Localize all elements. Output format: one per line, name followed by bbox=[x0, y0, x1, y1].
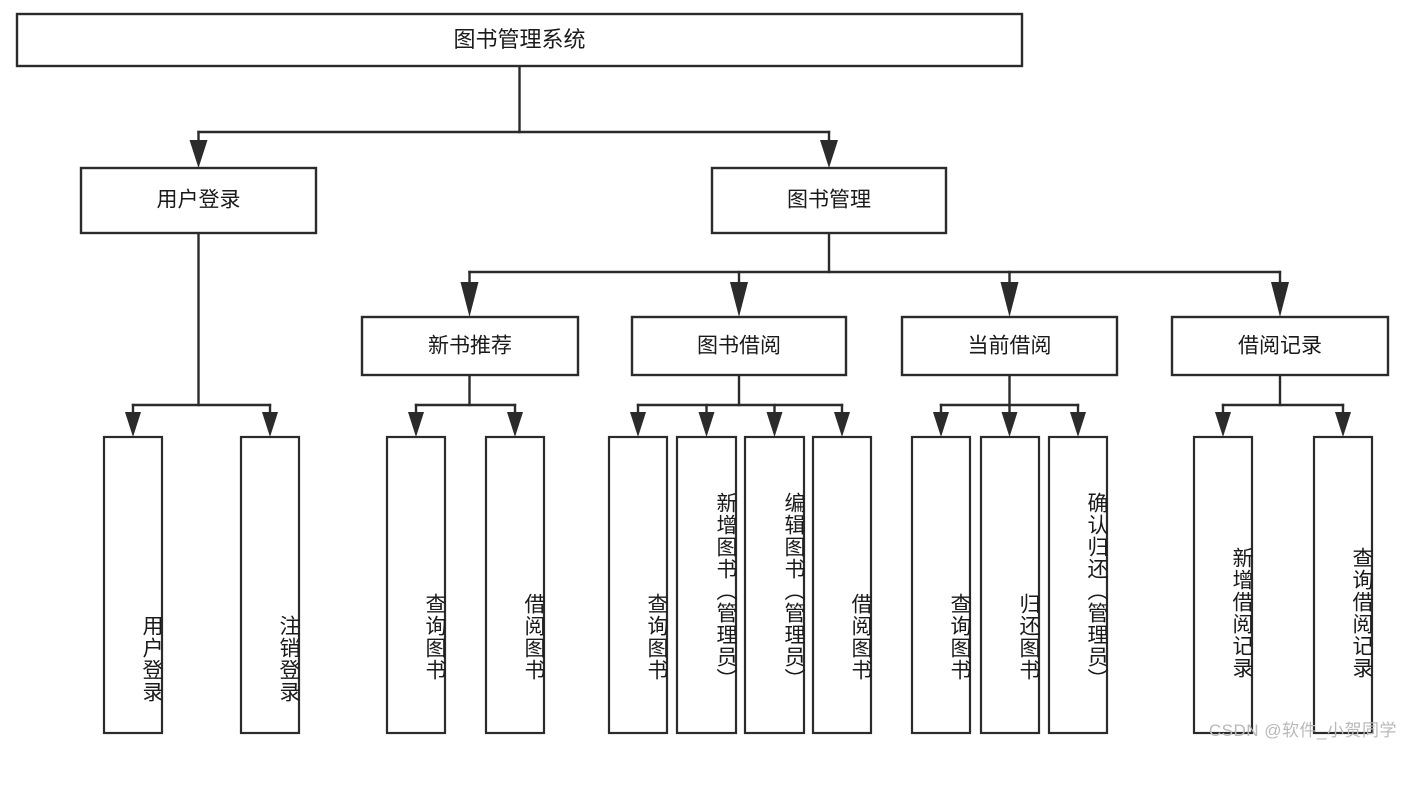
arrow-icon-leaf-query2 bbox=[630, 412, 646, 437]
node-user-login-label: 用户登录 bbox=[157, 189, 241, 212]
node-book-manage[interactable]: 图书管理 bbox=[710, 166, 948, 235]
leaf-box-query-book-3[interactable] bbox=[910, 435, 972, 735]
node-current-borrow[interactable]: 当前借阅 bbox=[900, 315, 1119, 377]
node-root-box[interactable] bbox=[15, 12, 1024, 68]
connector-borrowrecord-to-leaves bbox=[1215, 373, 1351, 437]
arrow-icon-leaf-addbook bbox=[698, 412, 715, 437]
connector-currentborrow-to-leaves bbox=[933, 373, 1086, 437]
leaf-boxes bbox=[102, 435, 1374, 735]
leaf-box-query-book-1[interactable] bbox=[385, 435, 447, 735]
leaf-box-edit-book[interactable] bbox=[743, 435, 806, 735]
arrow-icon-leaf-logout bbox=[262, 412, 278, 437]
arrow-icon-leaf-addrecord bbox=[1215, 412, 1231, 437]
leaf-box-confirm-return[interactable] bbox=[1047, 435, 1109, 735]
arrow-icon-leaf-query3 bbox=[933, 412, 949, 437]
leaf-box-borrow-book-1[interactable] bbox=[484, 435, 546, 735]
node-book-borrow[interactable]: 图书借阅 bbox=[630, 315, 848, 377]
connector-root-to-level1 bbox=[189, 64, 838, 168]
node-new-book-rec-label: 新书推荐 bbox=[428, 335, 512, 358]
leaf-box-user-login[interactable] bbox=[102, 435, 164, 735]
leaf-box-user-logout[interactable] bbox=[239, 435, 301, 735]
node-book-manage-box[interactable] bbox=[710, 166, 948, 235]
node-borrow-record-box[interactable] bbox=[1170, 315, 1390, 377]
connector-bookborrow-to-leaves bbox=[630, 373, 850, 437]
arrow-icon-currentborrow bbox=[1000, 282, 1019, 317]
node-root-label: 图书管理系统 bbox=[453, 27, 585, 52]
arrow-icon-leaf-borrow2 bbox=[834, 412, 850, 437]
node-current-borrow-box[interactable] bbox=[900, 315, 1119, 377]
node-new-book-rec-box[interactable] bbox=[360, 315, 580, 377]
connector-newbook-to-leaves bbox=[408, 373, 523, 437]
csdn-watermark: CSDN @软件_小贺同学 bbox=[1208, 721, 1397, 740]
arrow-icon-leaf-query1 bbox=[408, 412, 424, 437]
node-user-login[interactable]: 用户登录 bbox=[79, 166, 318, 235]
arrow-icon-leaf-return bbox=[1001, 412, 1018, 437]
leaf-box-borrow-book-2[interactable] bbox=[811, 435, 873, 735]
connector-userlogin-to-leaves bbox=[125, 231, 278, 437]
leaf-box-add-record[interactable] bbox=[1192, 435, 1254, 735]
arrow-icon-bookborrow bbox=[730, 282, 748, 317]
leaf-box-add-book[interactable] bbox=[675, 435, 738, 735]
node-book-borrow-box[interactable] bbox=[630, 315, 848, 377]
diagram-canvas: 图书管理系统 用户登录 图书管理 新书推荐 图书借阅 当前借阅 借阅记录 bbox=[15, 12, 1397, 740]
arrow-icon-leaf-editbook bbox=[766, 412, 783, 437]
node-borrow-record-label: 借阅记录 bbox=[1238, 335, 1322, 358]
leaf-box-query-record[interactable] bbox=[1312, 435, 1374, 735]
arrow-icon-leaf-borrow1 bbox=[507, 412, 523, 437]
leaf-box-query-book-2[interactable] bbox=[607, 435, 669, 735]
node-book-borrow-label: 图书借阅 bbox=[697, 335, 781, 358]
node-user-login-box[interactable] bbox=[79, 166, 318, 235]
node-book-manage-label: 图书管理 bbox=[787, 189, 871, 212]
node-current-borrow-label: 当前借阅 bbox=[968, 335, 1052, 358]
node-root[interactable]: 图书管理系统 bbox=[15, 12, 1024, 68]
arrow-icon-book-manage bbox=[820, 140, 838, 168]
arrow-icon-borrowrecord bbox=[1271, 282, 1289, 317]
leaf-box-return-book[interactable] bbox=[979, 435, 1041, 735]
node-new-book-rec[interactable]: 新书推荐 bbox=[360, 315, 580, 377]
hierarchy-diagram: 图书管理系统 用户登录 图书管理 新书推荐 图书借阅 当前借阅 借阅记录 bbox=[15, 12, 1390, 735]
arrow-icon-leaf-queryrecord bbox=[1335, 412, 1351, 437]
arrow-icon-newbook bbox=[460, 282, 479, 317]
arrow-icon-leaf-userlogin bbox=[125, 412, 141, 437]
connector-bookmanage-to-level2 bbox=[460, 231, 1289, 317]
arrow-icon-leaf-confirmreturn bbox=[1070, 412, 1086, 437]
node-borrow-record[interactable]: 借阅记录 bbox=[1170, 315, 1390, 377]
arrow-icon-user-login bbox=[189, 140, 208, 168]
